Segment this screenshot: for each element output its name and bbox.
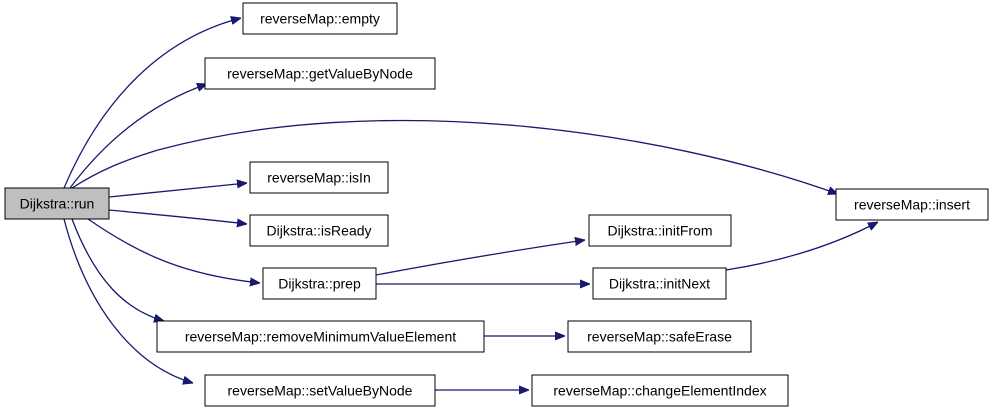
node-label: Dijkstra::initFrom bbox=[607, 223, 712, 239]
node-dijkstra-run[interactable]: Dijkstra::run bbox=[4, 187, 110, 220]
node-dijkstra-isready[interactable]: Dijkstra::isReady bbox=[249, 214, 389, 247]
node-reversemap-safeerase[interactable]: reverseMap::safeErase bbox=[567, 320, 752, 353]
node-reversemap-empty[interactable]: reverseMap::empty bbox=[242, 2, 398, 35]
node-reversemap-changeelementindex[interactable]: reverseMap::changeElementIndex bbox=[531, 374, 789, 407]
node-dijkstra-initnext[interactable]: Dijkstra::initNext bbox=[592, 267, 727, 300]
node-label: Dijkstra::prep bbox=[278, 276, 361, 292]
node-label: reverseMap::removeMinimumValueElement bbox=[185, 329, 456, 345]
edge-run-to-removeminimum bbox=[71, 218, 164, 321]
node-label: reverseMap::changeElementIndex bbox=[553, 383, 766, 399]
node-label: reverseMap::setValueByNode bbox=[228, 383, 413, 399]
node-reversemap-setvaluebynode[interactable]: reverseMap::setValueByNode bbox=[204, 374, 436, 407]
edge-prep-to-initfrom bbox=[375, 240, 585, 276]
node-label: reverseMap::safeErase bbox=[587, 329, 732, 345]
edge-run-to-insert bbox=[71, 119, 838, 194]
edge-run-to-prep bbox=[87, 218, 260, 283]
edge-run-to-empty bbox=[63, 18, 241, 189]
node-reversemap-removeminimumvalueelement[interactable]: reverseMap::removeMinimumValueElement bbox=[156, 320, 485, 353]
node-label: Dijkstra::run bbox=[20, 196, 95, 212]
node-label: reverseMap::empty bbox=[260, 11, 380, 27]
node-reversemap-isin[interactable]: reverseMap::isIn bbox=[249, 161, 389, 194]
node-dijkstra-prep[interactable]: Dijkstra::prep bbox=[262, 267, 377, 300]
node-reversemap-getvaluebynode[interactable]: reverseMap::getValueByNode bbox=[204, 57, 436, 90]
edge-initnext-to-insert bbox=[725, 222, 878, 271]
node-label: Dijkstra::initNext bbox=[609, 276, 710, 292]
node-label: Dijkstra::isReady bbox=[266, 223, 371, 239]
edge-run-to-setvaluebynode bbox=[63, 218, 193, 383]
edges bbox=[63, 18, 878, 390]
edge-run-to-isin bbox=[108, 183, 247, 198]
edge-run-to-getvaluebynode bbox=[69, 84, 207, 189]
node-label: reverseMap::insert bbox=[854, 197, 970, 213]
node-label: reverseMap::getValueByNode bbox=[227, 66, 413, 82]
edge-run-to-isready bbox=[108, 209, 247, 224]
node-label: reverseMap::isIn bbox=[267, 170, 370, 186]
node-reversemap-insert[interactable]: reverseMap::insert bbox=[835, 188, 989, 221]
node-dijkstra-initfrom[interactable]: Dijkstra::initFrom bbox=[588, 214, 732, 247]
